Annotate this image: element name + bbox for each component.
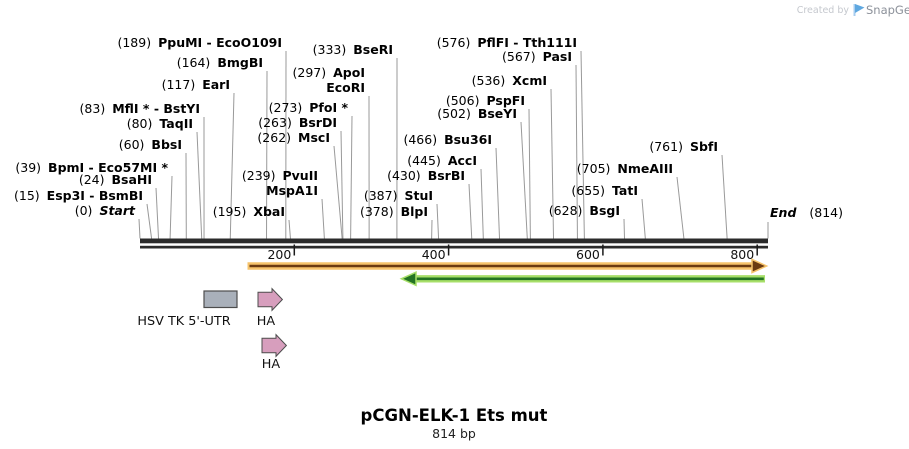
site-label: (60)BbsI — [119, 137, 182, 152]
ha-feature-label-1: HA — [257, 314, 276, 329]
site-label: (761)SbfI — [649, 139, 718, 154]
site-leader-line — [146, 203, 153, 239]
plasmid-title: pCGN-ELK-1 Ets mut — [361, 406, 548, 425]
ruler-tick-label: 200 — [267, 247, 291, 262]
strands-layer — [247, 258, 769, 287]
forward-strand-head — [751, 258, 769, 274]
site-label: (655)TatI — [571, 183, 638, 198]
site-label: End(814) — [770, 205, 843, 220]
site-label: (39)BpmI - Eco57MI * — [15, 160, 168, 175]
watermark-created-by: Created by — [797, 5, 850, 16]
site-leader-line — [468, 183, 473, 239]
site-label: (333)BseRI — [313, 42, 393, 57]
site-label: (189)PpuMI - EcoO109I — [117, 35, 282, 50]
site-leader-line — [641, 198, 646, 239]
sequence-bar-underline — [140, 245, 768, 249]
logo-flag — [855, 4, 865, 13]
sequence-bar — [140, 238, 768, 244]
site-label: (24)BsaHI — [79, 172, 152, 187]
ruler-tick-label: 400 — [422, 247, 446, 262]
snapgene-logo-icon — [853, 4, 865, 16]
ha-feature-arrow-2 — [261, 333, 288, 358]
site-leader-line — [676, 176, 685, 239]
site-label: (628)BsgI — [549, 203, 620, 218]
ruler-layer: 200 400 600 800 — [140, 238, 768, 262]
site-label: (378)BlpI — [360, 204, 428, 219]
site-label: (195)XbaI — [213, 204, 285, 219]
site-label: (705)NmeAIII — [577, 161, 673, 176]
ruler-tick-label: 800 — [730, 247, 754, 262]
site-label: (387)StuI — [364, 188, 433, 203]
site-leader-line — [321, 198, 325, 239]
site-label: (567)PasI — [502, 49, 572, 64]
site-leader-line — [350, 115, 353, 239]
site-leader-line — [495, 147, 501, 239]
site-leader-line — [580, 50, 585, 239]
utr-feature-label: HSV TK 5'-UTR — [137, 314, 230, 329]
site-leader-line — [436, 203, 440, 239]
site-label: (536)XcmI — [472, 73, 547, 88]
site-label: (506)PspFI — [446, 93, 525, 108]
site-leader-line — [528, 108, 531, 239]
site-label: (117)EarI — [162, 77, 230, 92]
restriction-sites-layer: (0)Start(15)Esp3I - BsmBI(24)BsaHI(39)Bp… — [14, 35, 843, 239]
reverse-strand-head — [399, 271, 417, 287]
site-leader-line — [155, 187, 160, 239]
site-label: (576)PflFI - Tth111I — [437, 35, 577, 50]
site-label: (273)PfoI * — [269, 100, 349, 115]
site-label: (466)Bsu36I — [403, 132, 492, 147]
site-leader-line — [520, 121, 528, 239]
ruler-tick-label: 600 — [576, 247, 600, 262]
site-label: (502)BseYI — [437, 106, 517, 121]
utr-feature-box — [203, 290, 238, 309]
site-leader-line — [480, 168, 484, 239]
site-leader-line — [575, 64, 578, 239]
site-label: EcoRI — [326, 80, 365, 95]
logo-pole — [853, 4, 856, 16]
site-leader-line — [623, 218, 626, 239]
ha-feature-label-2: HA — [262, 357, 281, 372]
site-leader-line — [340, 130, 344, 239]
site-label: (430)BsrBI — [387, 168, 465, 183]
site-label: (164)BmgBI — [177, 55, 263, 70]
title-block: pCGN-ELK-1 Ets mut 814 bp — [361, 406, 548, 441]
site-label: (262)MscI — [257, 130, 330, 145]
site-leader-line — [229, 92, 235, 239]
site-label: (0)Start — [75, 203, 136, 218]
site-leader-line — [721, 154, 728, 239]
site-leader-line — [550, 88, 555, 239]
site-leader-line — [333, 145, 343, 239]
site-label: MspA1I — [266, 183, 318, 198]
ha-feature-arrow-1 — [257, 287, 284, 312]
features-layer: HSV TK 5'-UTR HA HA — [137, 287, 288, 372]
ruler-ticks: 200 400 600 800 — [267, 244, 758, 262]
site-label: (83)MflI * - BstYI — [80, 101, 200, 116]
site-leader-line — [169, 175, 173, 239]
site-label: (297)ApoI — [293, 65, 366, 80]
plasmid-size: 814 bp — [432, 426, 476, 441]
site-label: (239)PvuII — [242, 168, 318, 183]
watermark-brand: SnapGene — [866, 3, 909, 17]
site-label: (80)TaqII — [127, 116, 193, 131]
site-label: (445)AccI — [407, 153, 477, 168]
site-label: (15)Esp3I - BsmBI — [14, 188, 143, 203]
site-leader-line — [196, 131, 203, 239]
site-label: (263)BsrDI — [258, 115, 337, 130]
site-leader-line — [288, 219, 291, 239]
site-leader-line — [138, 218, 141, 239]
